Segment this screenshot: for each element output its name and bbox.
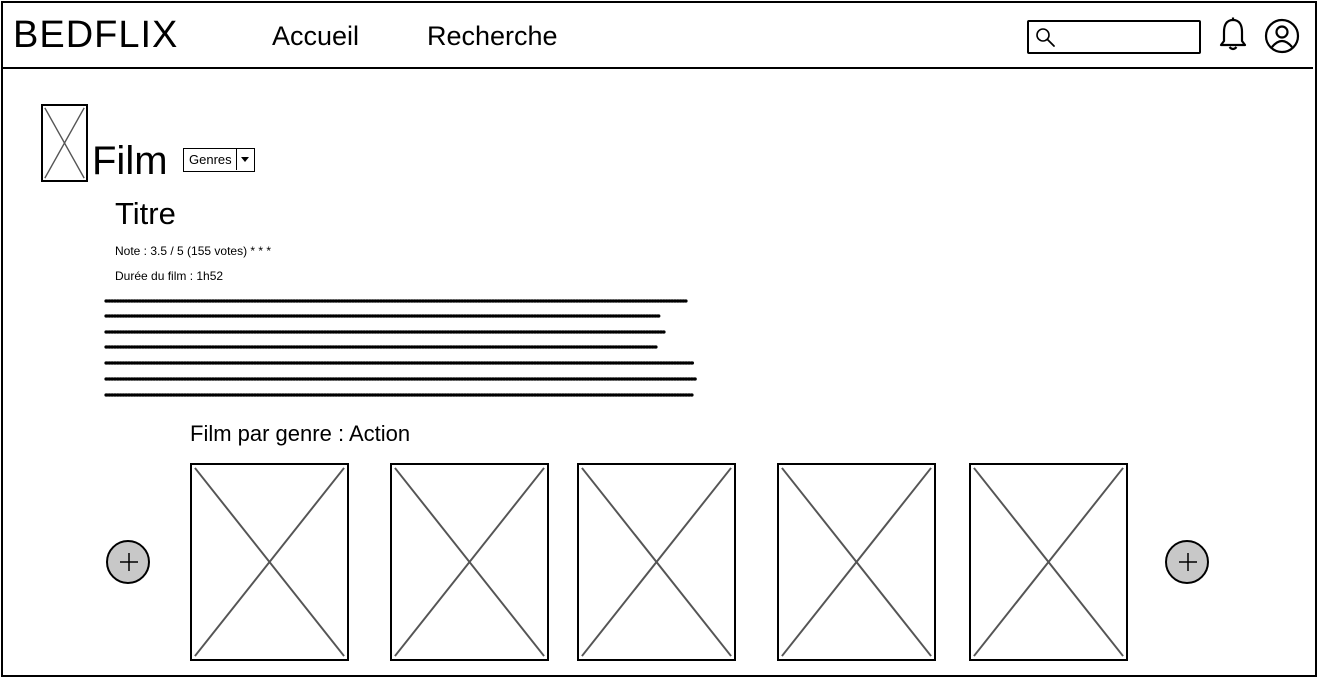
genres-dropdown-label: Genres — [189, 152, 232, 167]
app-logo[interactable]: BEDFLIX — [13, 14, 179, 56]
top-navbar: BEDFLIX Accueil Recherche — [1, 1, 1313, 69]
movie-card[interactable] — [577, 463, 736, 661]
movie-card[interactable] — [969, 463, 1128, 661]
search-icon — [1036, 28, 1055, 47]
chevron-down-icon — [236, 149, 254, 170]
user-circle-icon[interactable] — [1264, 18, 1300, 59]
movie-card[interactable] — [777, 463, 936, 661]
film-duration: Durée du film : 1h52 — [115, 269, 224, 283]
film-description-placeholder — [104, 299, 698, 397]
bell-icon[interactable] — [1217, 17, 1249, 58]
movie-card[interactable] — [190, 463, 349, 661]
genres-dropdown[interactable]: Genres — [183, 148, 255, 172]
nav-accueil[interactable]: Accueil — [272, 21, 360, 51]
search-input[interactable] — [1027, 20, 1201, 54]
film-heading: Film — [92, 139, 168, 183]
carousel-prev-button[interactable] — [106, 540, 150, 584]
plus-icon — [1179, 553, 1197, 571]
plus-icon — [120, 553, 138, 571]
film-rating: Note : 3.5 / 5 (155 votes) * * * — [115, 244, 272, 258]
carousel-next-button[interactable] — [1165, 540, 1209, 584]
film-title: Titre — [115, 196, 176, 231]
nav-recherche[interactable]: Recherche — [427, 21, 558, 51]
genre-section-title: Film par genre : Action — [190, 421, 411, 446]
movie-card[interactable] — [390, 463, 549, 661]
film-poster-placeholder — [41, 104, 88, 182]
